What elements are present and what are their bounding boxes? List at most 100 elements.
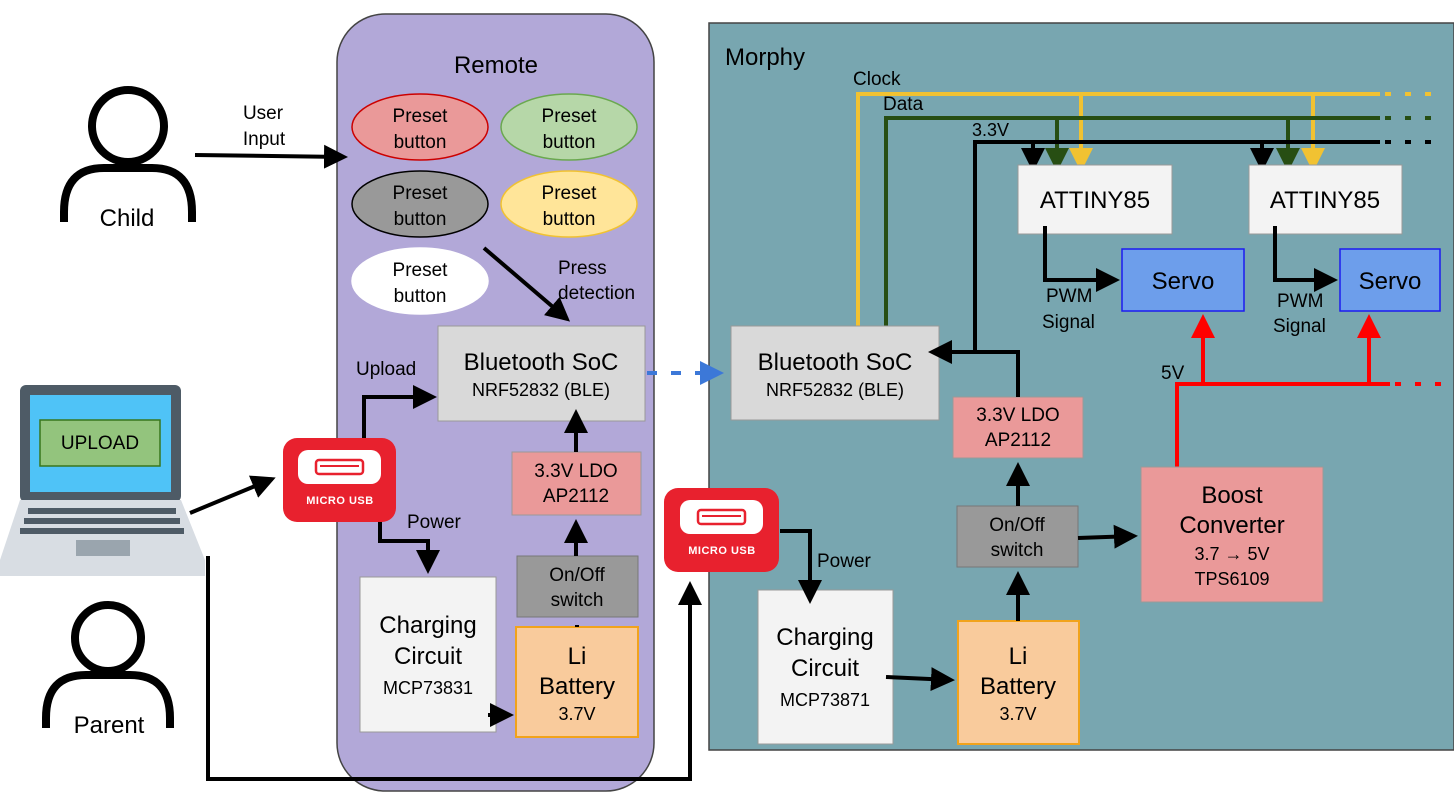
svg-text:NRF52832 (BLE): NRF52832 (BLE) — [472, 380, 610, 400]
svg-text:AP2112: AP2112 — [543, 486, 609, 507]
child-person-icon — [60, 86, 196, 222]
svg-text:Preset: Preset — [393, 106, 449, 127]
morphy-on-off-switch[interactable]: On/Off switch — [956, 505, 1079, 568]
svg-text:Battery: Battery — [980, 673, 1056, 700]
svg-text:button: button — [543, 209, 596, 230]
clock-label: Clock — [853, 69, 901, 90]
morphy-ldo-to-soc-arrow — [928, 340, 1020, 397]
v5-rail — [1175, 314, 1445, 478]
morphy-usb-power-arrow — [780, 529, 822, 604]
morphy-title: Morphy — [725, 44, 805, 71]
svg-text:NRF52832 (BLE): NRF52832 (BLE) — [766, 380, 904, 400]
clock-bus — [856, 92, 1445, 326]
remote-bluetooth-soc: Bluetooth SoC NRF52832 (BLE) — [437, 325, 646, 422]
remote-micro-usb[interactable]: MICRO USB — [283, 438, 396, 522]
upload-button[interactable]: UPLOAD — [39, 419, 161, 467]
svg-text:Preset: Preset — [393, 183, 449, 204]
remote-li-battery: Li Battery 3.7V — [515, 626, 639, 738]
press-detection-arrow — [482, 246, 571, 322]
svg-text:button: button — [543, 132, 596, 153]
svg-text:UPLOAD: UPLOAD — [61, 433, 139, 454]
morphy-ldo: 3.3V LDO AP2112 — [952, 396, 1084, 459]
pwm-label-1: PWM — [1046, 286, 1092, 307]
parent-person-icon — [42, 601, 174, 728]
servo-1: Servo — [1121, 248, 1245, 312]
press-detection-label: Press — [558, 258, 607, 279]
svg-text:Preset: Preset — [542, 106, 598, 127]
svg-text:Circuit: Circuit — [394, 643, 462, 670]
svg-text:Li: Li — [1009, 643, 1028, 670]
laptop-icon — [0, 385, 205, 576]
preset-button-red[interactable]: Preset button — [351, 93, 489, 161]
svg-text:Preset: Preset — [393, 260, 449, 281]
svg-text:3.7 → 5V: 3.7 → 5V — [1194, 544, 1269, 564]
remote-power-label: Power — [407, 512, 462, 533]
svg-text:MCP73871: MCP73871 — [780, 690, 870, 710]
laptop-to-morphy-usb-arrow — [206, 556, 702, 781]
preset-button-gray[interactable]: Preset button — [351, 170, 489, 238]
svg-text:Servo: Servo — [1359, 268, 1422, 295]
svg-text:MCP73831: MCP73831 — [383, 678, 473, 698]
remote-on-off-switch[interactable]: On/Off switch — [516, 555, 639, 618]
pwm-arrow-1 — [1043, 226, 1120, 292]
svg-text:Charging: Charging — [776, 624, 873, 651]
svg-text:TPS6109: TPS6109 — [1194, 569, 1269, 589]
morphy-bluetooth-soc: Bluetooth SoC NRF52832 (BLE) — [730, 325, 940, 421]
svg-text:Preset: Preset — [542, 183, 598, 204]
pwm-arrow-2 — [1273, 226, 1338, 292]
remote-charging-circuit: Charging Circuit MCP73831 — [359, 576, 497, 733]
servo-2: Servo — [1339, 248, 1441, 312]
morphy-micro-usb[interactable]: MICRO USB — [664, 488, 779, 572]
pwm-label-1b: Signal — [1042, 312, 1095, 333]
user-input-label-2: Input — [243, 129, 286, 150]
laptop-to-usb-arrow — [189, 475, 276, 515]
preset-button-yellow[interactable]: Preset button — [500, 170, 638, 238]
remote-ldo: 3.3V LDO AP2112 — [511, 451, 642, 516]
morphy-charging-circuit: Charging Circuit MCP73871 — [757, 589, 894, 745]
user-input-label: User — [243, 103, 284, 124]
data-label: Data — [883, 94, 924, 115]
svg-text:Servo: Servo — [1152, 268, 1215, 295]
svg-text:Bluetooth SoC: Bluetooth SoC — [758, 349, 913, 376]
morphy-li-battery: Li Battery 3.7V — [957, 620, 1080, 745]
svg-text:Charging: Charging — [379, 612, 476, 639]
svg-text:ATTINY85: ATTINY85 — [1270, 187, 1380, 214]
morphy-switch-to-boost-arrow — [1077, 524, 1138, 549]
parent-label: Parent — [74, 712, 145, 739]
svg-text:Circuit: Circuit — [791, 655, 859, 682]
press-detection-label-2: detection — [558, 283, 635, 304]
svg-text:3.7V: 3.7V — [558, 704, 595, 724]
attiny85-1: ATTINY85 — [1017, 164, 1173, 235]
v33-bus — [973, 140, 1445, 350]
svg-text:button: button — [394, 286, 447, 307]
svg-text:Li: Li — [568, 643, 587, 670]
svg-text:AP2112: AP2112 — [985, 430, 1051, 451]
child-label: Child — [100, 205, 155, 232]
svg-text:Bluetooth SoC: Bluetooth SoC — [464, 349, 619, 376]
pwm-label-2b: Signal — [1273, 316, 1326, 337]
svg-text:3.3V LDO: 3.3V LDO — [534, 461, 617, 482]
svg-text:Converter: Converter — [1179, 512, 1284, 539]
usb-to-soc-arrow — [362, 385, 437, 442]
user-input-arrow — [194, 144, 348, 169]
v5-label: 5V — [1161, 363, 1185, 384]
svg-text:button: button — [394, 209, 447, 230]
morphy-power-label: Power — [817, 551, 872, 572]
svg-text:button: button — [394, 132, 447, 153]
svg-text:Boost: Boost — [1201, 482, 1263, 509]
remote-usb-label: MICRO USB — [306, 495, 373, 507]
upload-label: Upload — [356, 359, 416, 380]
morphy-charging-to-battery-arrow — [885, 667, 955, 692]
pwm-label-2: PWM — [1277, 291, 1323, 312]
svg-text:switch: switch — [991, 540, 1044, 561]
boost-converter: Boost Converter 3.7 → 5V TPS6109 — [1140, 466, 1324, 603]
svg-text:Battery: Battery — [539, 673, 615, 700]
svg-text:3.7V: 3.7V — [999, 704, 1036, 724]
morphy-usb-label: MICRO USB — [688, 545, 755, 557]
preset-button-green[interactable]: Preset button — [500, 93, 638, 161]
remote-title: Remote — [454, 52, 538, 79]
attiny85-2: ATTINY85 — [1248, 164, 1403, 235]
preset-button-white[interactable]: Preset button — [351, 247, 489, 315]
svg-text:switch: switch — [551, 590, 604, 611]
